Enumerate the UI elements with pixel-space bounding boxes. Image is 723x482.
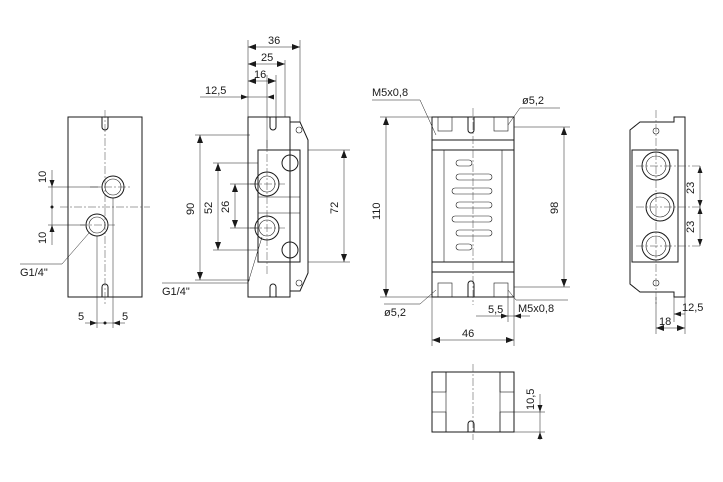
thread-m5-bottom: M5x0,8 <box>518 303 554 315</box>
dim-5-5: 5,5 <box>488 304 503 316</box>
dim-10-lower: 10 <box>37 232 49 244</box>
dim-52: 52 <box>203 202 215 214</box>
dim-90: 90 <box>185 203 197 215</box>
dim-18: 18 <box>659 316 671 328</box>
dim-5-right: 5 <box>122 311 128 323</box>
dim-110: 110 <box>371 202 383 220</box>
dia-5-2-top: ø5,2 <box>522 95 544 107</box>
thread-label-g14-body: G1/4" <box>162 286 190 298</box>
dim-5-left: 5 <box>78 311 84 323</box>
dim-23-lower: 23 <box>685 221 697 233</box>
dim-10-upper: 10 <box>37 171 49 183</box>
dim-12-5-top: 12,5 <box>205 85 226 97</box>
dim-46: 46 <box>462 328 474 340</box>
view-front: M5x0,8 ø5,2 110 98 ø5,2 M5x0,8 5,5 46 <box>371 87 570 346</box>
view-valve-body: 36 25 16 12,5 90 52 26 72 G1/4" <box>162 35 350 298</box>
dim-36: 36 <box>268 35 280 47</box>
thread-label-g14-left: G1/4" <box>20 267 48 279</box>
dim-16: 16 <box>254 69 266 81</box>
view-end-right: 23 23 12,5 18 <box>629 110 703 334</box>
dim-10-5: 10,5 <box>525 389 537 410</box>
dim-98: 98 <box>549 202 561 214</box>
view-side-left: 10 10 G1/4" 5 5 <box>20 110 150 328</box>
dim-72: 72 <box>329 202 341 214</box>
dia-5-2-bottom: ø5,2 <box>384 307 406 319</box>
view-bottom-block: 10,5 <box>431 364 545 440</box>
dim-23-upper: 23 <box>685 182 697 194</box>
dim-12-5-end: 12,5 <box>682 302 703 314</box>
thread-m5-top: M5x0,8 <box>372 87 408 99</box>
dim-25: 25 <box>261 52 273 64</box>
dim-26: 26 <box>220 201 232 213</box>
